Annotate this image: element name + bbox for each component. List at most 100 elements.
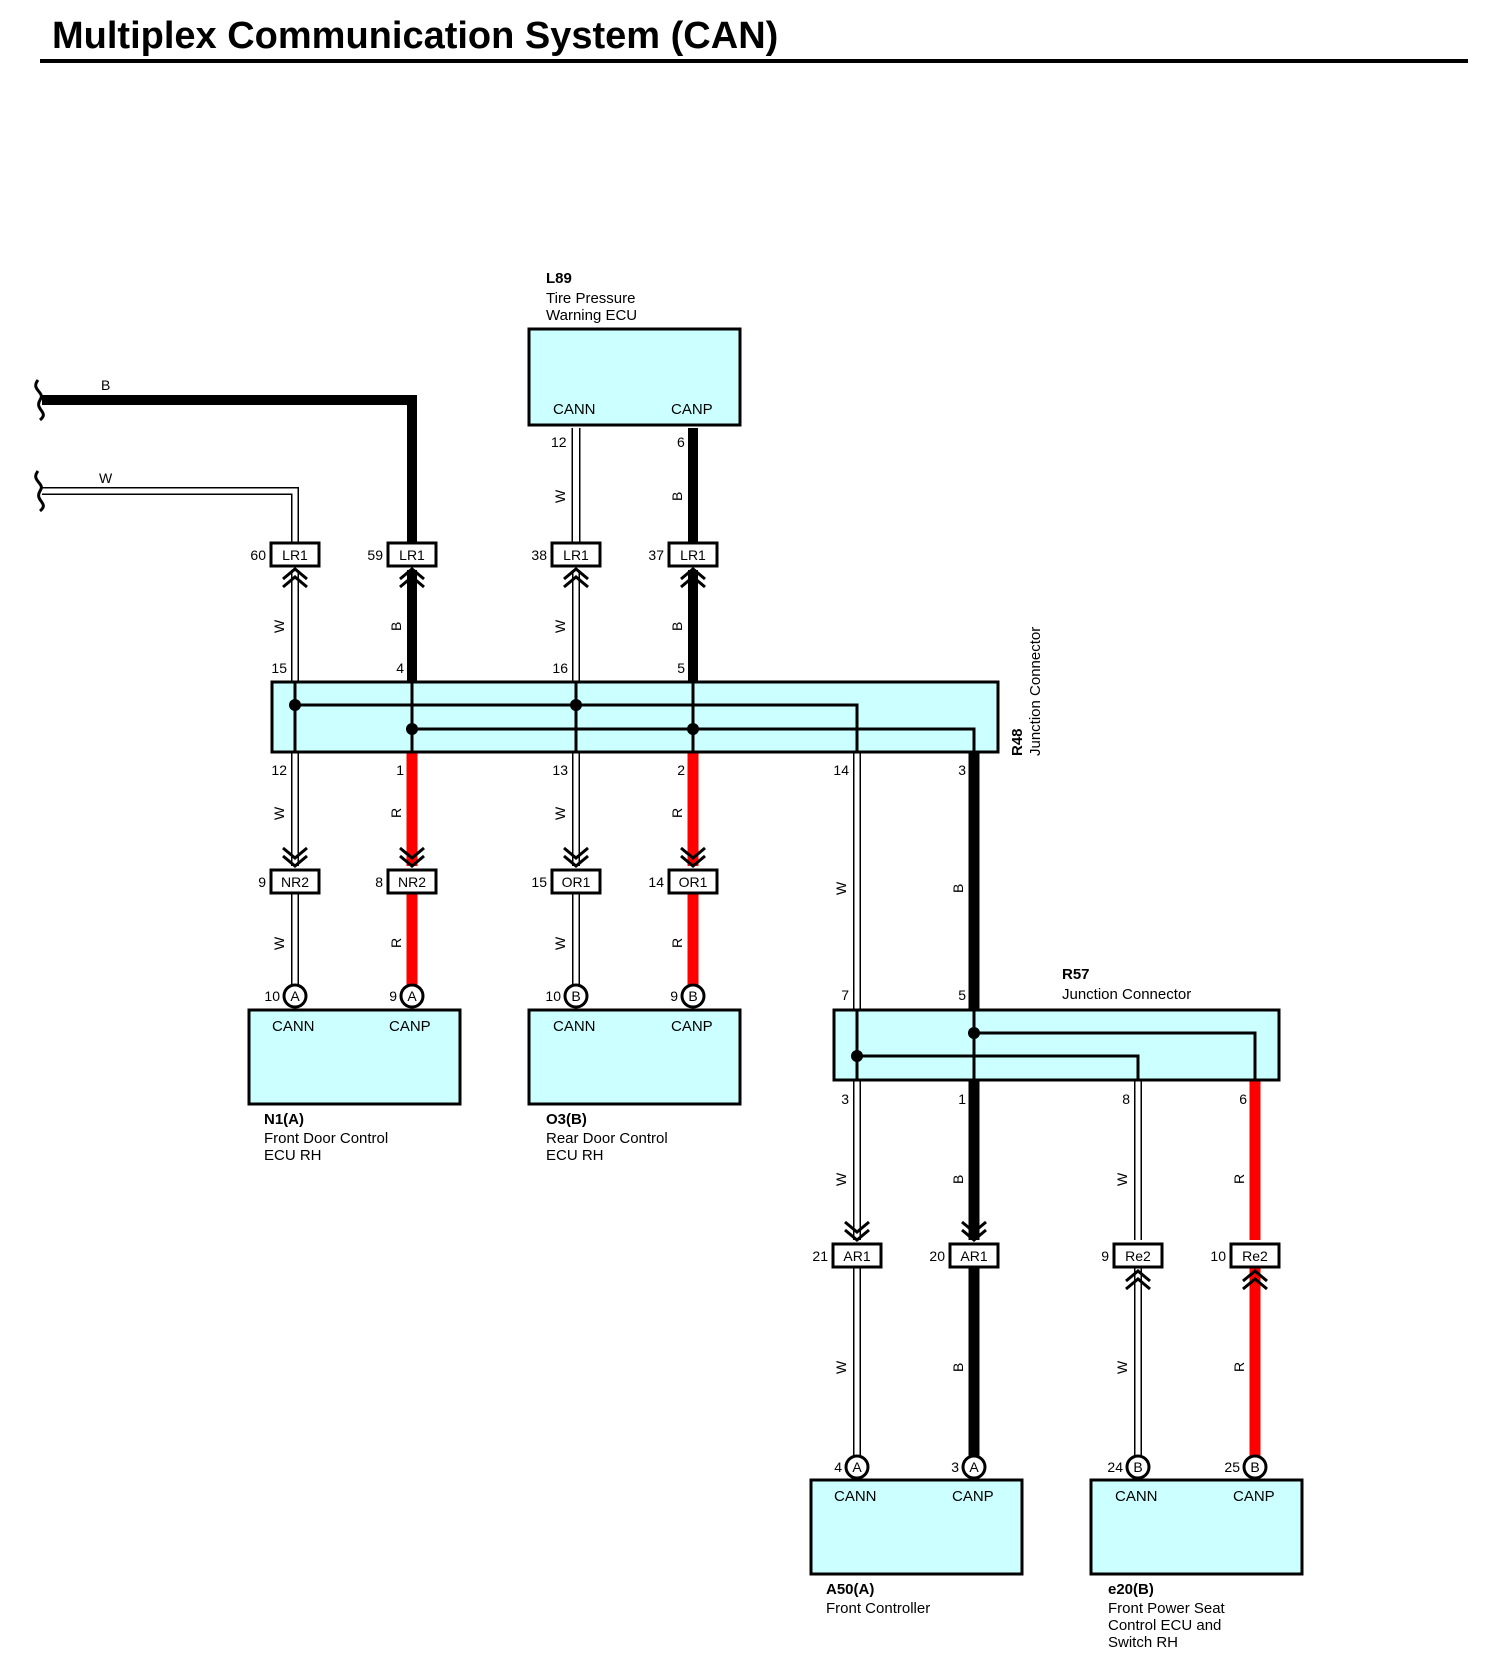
wire-label-r57-8-w: W — [1114, 1172, 1130, 1186]
ecu-n1-pin-canp: CANP — [389, 1018, 431, 1035]
pin-lr1-38: 38 — [531, 547, 547, 563]
terminal-a50-4-label: A — [852, 1459, 862, 1475]
connector-re2-9: Re2 — [1112, 1242, 1164, 1269]
pin-r48-2: 2 — [677, 762, 685, 778]
pin-nr2-8: 8 — [375, 874, 383, 890]
ecu-e20-pin-canp: CANP — [1233, 1488, 1275, 1505]
ecu-e20-code: e20(B) — [1108, 1581, 1154, 1598]
terminal-a50-3-label: A — [969, 1459, 979, 1475]
wire-label-lr1-38-w: W — [552, 619, 568, 633]
wire-label-r48-12-w: W — [271, 806, 287, 820]
pin-r57-5: 5 — [958, 987, 966, 1003]
wire-label-lr1-37-b: B — [669, 622, 685, 631]
ecu-o3-pin-canp: CANP — [671, 1018, 713, 1035]
wire-label-r48-2-r: R — [669, 808, 685, 818]
wire-label-r57-1-b: B — [950, 1175, 966, 1184]
ecu-l89-name-2: Warning ECU — [546, 307, 637, 324]
ecu-n1-code: N1(A) — [264, 1111, 304, 1128]
connector-or1-15: OR1 — [550, 868, 602, 895]
wire-label-or1-15-w: W — [552, 936, 568, 950]
connector-or1-15-label: OR1 — [562, 874, 591, 890]
pin-e20-24: 24 — [1107, 1459, 1123, 1475]
chevrons-nr2-or1 — [282, 846, 706, 868]
ecu-a50-pin-cann: CANN — [834, 1488, 877, 1505]
ecu-o3-pin-cann: CANN — [553, 1018, 596, 1035]
pin-lr1-59: 59 — [367, 547, 383, 563]
wire-break-w — [34, 470, 45, 513]
pin-r48-14: 14 — [833, 762, 849, 778]
pin-o3-9: 9 — [670, 988, 678, 1004]
pin-r57-7: 7 — [841, 987, 849, 1003]
connector-lr1-59: LR1 — [386, 541, 438, 568]
pin-n1-10: 10 — [264, 988, 280, 1004]
pin-or1-14: 14 — [648, 874, 664, 890]
connector-lr1-38-label: LR1 — [563, 547, 589, 563]
wire-label-ar1-21-w: W — [833, 1360, 849, 1374]
ecu-l89-pin-canp: CANP — [671, 401, 713, 418]
terminal-a50-4: A — [844, 1454, 870, 1480]
junction-r57-box — [832, 1008, 1281, 1082]
ecu-a50-box — [809, 1478, 1024, 1576]
ecu-n1-name: Front Door Control — [264, 1130, 388, 1147]
wire-label-lr1-60-w: W — [271, 619, 287, 633]
connector-lr1-59-label: LR1 — [399, 547, 425, 563]
junction-r48-code: R48 — [1009, 728, 1026, 756]
connector-ar1-20-label: AR1 — [960, 1248, 987, 1264]
connector-re2-9-label: Re2 — [1125, 1248, 1151, 1264]
wire-label-lr1-59-b: B — [388, 622, 404, 631]
ecu-n1-name-2: ECU RH — [264, 1147, 322, 1164]
wire-label-b-incoming: B — [101, 377, 110, 393]
wire-w-incoming-outline — [42, 487, 299, 548]
pin-re2-10: 10 — [1210, 1248, 1226, 1264]
ecu-o3-name: Rear Door Control — [546, 1130, 668, 1147]
connector-lr1-38: LR1 — [550, 541, 602, 568]
ecu-a50-name: Front Controller — [826, 1600, 930, 1617]
terminal-e20-24-label: B — [1133, 1459, 1142, 1475]
junction-r57-internal — [855, 1010, 1257, 1080]
terminal-n1-9: A — [399, 983, 425, 1009]
junction-r57-code: R57 — [1062, 966, 1090, 983]
page-title: Multiplex Communication System (CAN) — [52, 15, 778, 57]
connector-re2-10: Re2 — [1229, 1242, 1281, 1269]
pin-ar1-21: 21 — [812, 1248, 828, 1264]
pin-r57-8: 8 — [1122, 1091, 1130, 1107]
wire-label-r48-13-w: W — [552, 806, 568, 820]
terminal-e20-24: B — [1125, 1454, 1151, 1480]
wire-label-r48-14-w: W — [833, 881, 849, 895]
pin-r48-4: 4 — [396, 660, 404, 676]
ecu-o3-code: O3(B) — [546, 1111, 587, 1128]
ecu-l89-code: L89 — [546, 270, 572, 287]
connector-lr1-60: LR1 — [269, 541, 321, 568]
pin-r48-16: 16 — [552, 660, 568, 676]
wire-label-l89-b: B — [669, 492, 685, 501]
wire-label-or1-14-r: R — [669, 938, 685, 948]
wire-label-l89-w: W — [552, 489, 568, 503]
terminal-n1-10: A — [282, 983, 308, 1009]
connector-ar1-21-label: AR1 — [843, 1248, 870, 1264]
pin-r48-12: 12 — [271, 762, 287, 778]
wire-break-b — [34, 379, 45, 422]
junction-r57-name: Junction Connector — [1062, 986, 1191, 1003]
chevrons-ar1 — [844, 1220, 987, 1242]
wire-label-r57-6-r: R — [1231, 1174, 1247, 1184]
connector-nr2-8-label: NR2 — [398, 874, 426, 890]
pin-o3-10: 10 — [545, 988, 561, 1004]
terminal-o3-9: B — [680, 983, 706, 1009]
connector-or1-14-label: OR1 — [679, 874, 708, 890]
terminal-n1-10-label: A — [290, 988, 300, 1004]
connector-or1-14: OR1 — [667, 868, 719, 895]
pin-r48-3: 3 — [958, 762, 966, 778]
pin-lr1-37: 37 — [648, 547, 664, 563]
junction-r48-name: Junction Connector — [1027, 627, 1044, 756]
terminal-o3-9-label: B — [688, 988, 697, 1004]
wire-label-re2-9-w: W — [1114, 1360, 1130, 1374]
pin-re2-9: 9 — [1101, 1248, 1109, 1264]
wire-label-ar1-20-b: B — [950, 1363, 966, 1372]
junction-r48-internal — [293, 682, 976, 752]
pin-r48-13: 13 — [552, 762, 568, 778]
connector-lr1-37: LR1 — [667, 541, 719, 568]
pin-l89-12: 12 — [551, 434, 567, 450]
ecu-e20-pin-cann: CANN — [1115, 1488, 1158, 1505]
ecu-o3-box — [527, 1008, 742, 1106]
